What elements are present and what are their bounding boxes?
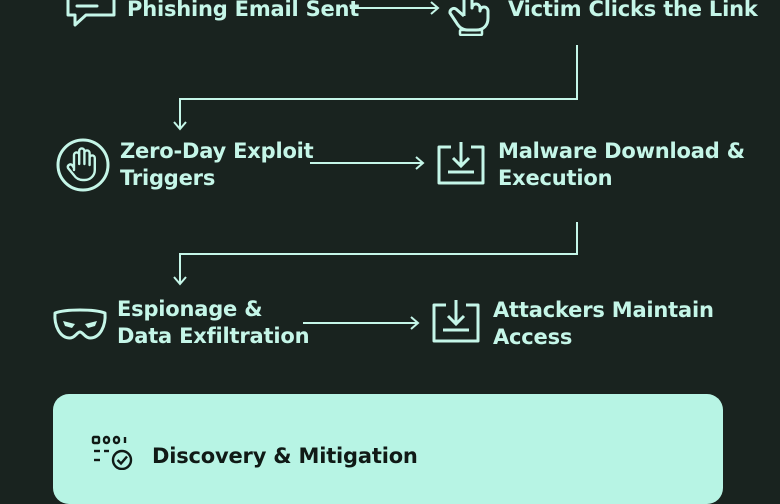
mask-icon <box>53 308 107 340</box>
checklist-icon <box>91 435 133 470</box>
chat-message-icon <box>66 0 116 27</box>
step-malware-download: Malware Download & Execution <box>498 138 745 192</box>
attack-flow-diagram: Phishing Email Sent Victim Clicks the Li… <box>53 0 758 504</box>
discovery-panel: Discovery & Mitigation <box>53 394 723 504</box>
step-zero-day-exploit: Zero-Day Exploit Triggers <box>120 138 314 192</box>
arrow-exploit-to-malware <box>310 156 425 170</box>
step-label-line: Victim Clicks the Link <box>508 0 758 21</box>
step-label-line: Data Exfiltration <box>117 324 310 348</box>
step-attackers-maintain-access: Attackers Maintain Access <box>493 297 714 351</box>
step-label-line: Access <box>493 325 573 349</box>
step-victim-clicks-link: Victim Clicks the Link <box>508 0 758 23</box>
step-label-line: Espionage & <box>117 297 263 321</box>
download-tray-icon <box>432 300 480 343</box>
step-label-line: Phishing Email Sent <box>127 0 360 21</box>
step-label-line: Malware Download & <box>498 139 745 163</box>
connector-row1-to-row2 <box>173 45 578 131</box>
step-label-line: Execution <box>498 166 613 190</box>
step-espionage: Espionage & Data Exfiltration <box>117 296 310 350</box>
arrow-espionage-to-access <box>303 316 420 330</box>
arrow-phishing-to-click <box>350 1 440 15</box>
step-label-line: Attackers Maintain <box>493 298 714 322</box>
pointing-hand-icon <box>448 0 490 36</box>
step-label-line: Triggers <box>120 166 216 190</box>
hand-stop-icon <box>56 138 110 192</box>
discovery-label: Discovery & Mitigation <box>152 444 418 468</box>
step-label-line: Zero-Day Exploit <box>120 139 314 163</box>
download-tray-icon <box>437 142 485 185</box>
step-phishing-email-sent: Phishing Email Sent <box>127 0 359 23</box>
connector-row2-to-row3 <box>173 222 578 286</box>
